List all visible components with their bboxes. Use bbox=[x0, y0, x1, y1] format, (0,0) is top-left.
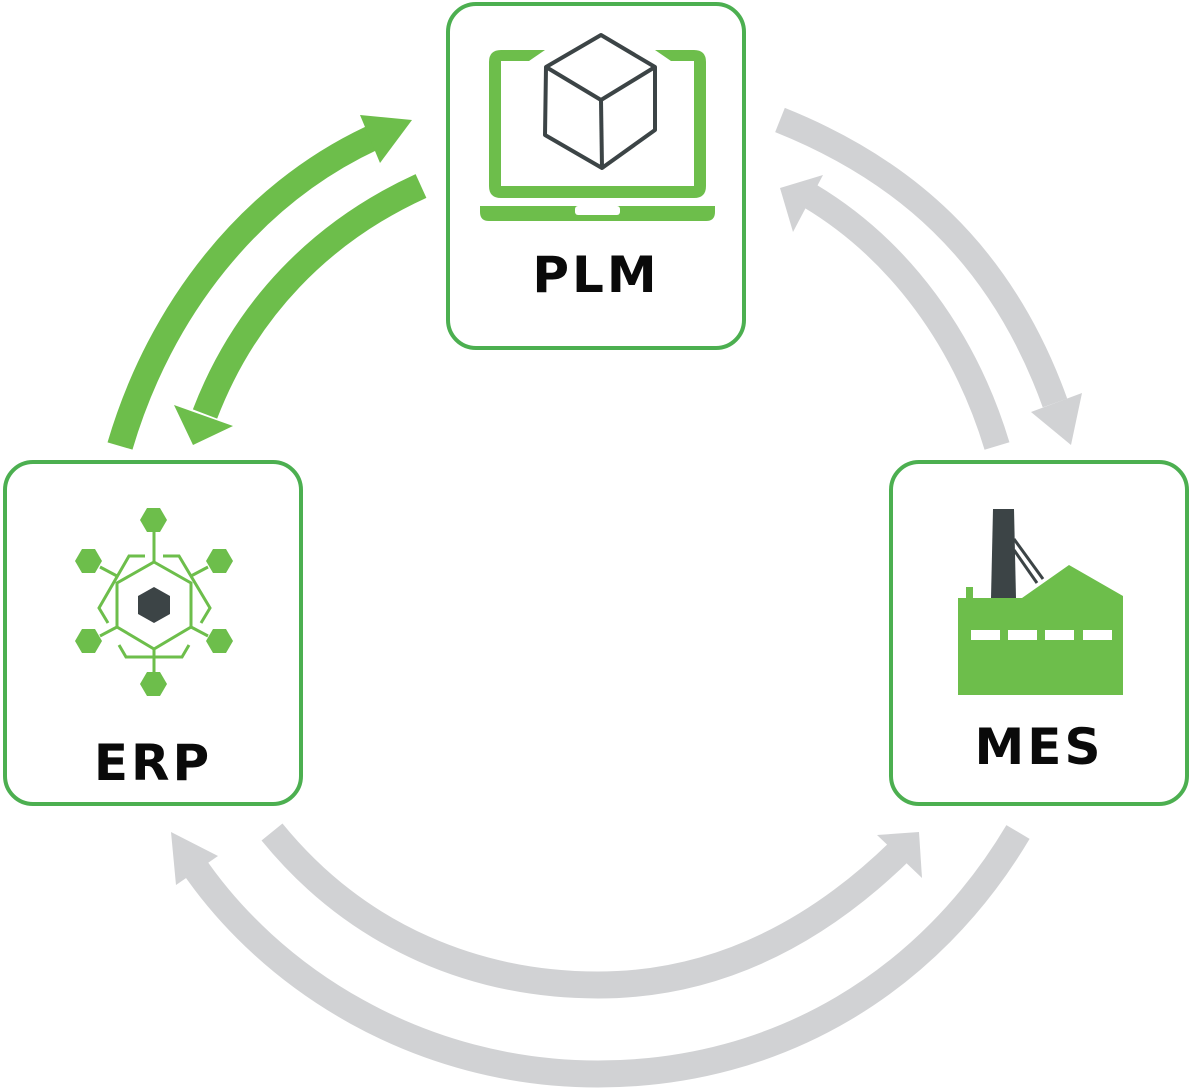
arrow-mes-to-plm bbox=[780, 175, 1010, 450]
laptop-cube-icon bbox=[480, 33, 715, 221]
node-label-mes: MES bbox=[974, 718, 1104, 776]
node-label-erp: ERP bbox=[93, 734, 213, 792]
node-label-plm: PLM bbox=[532, 246, 660, 304]
arrow-mes-to-erp bbox=[171, 825, 1030, 1088]
hexagon-network-icon bbox=[75, 508, 233, 696]
node-erp: ERP bbox=[3, 460, 303, 806]
arrow-erp-to-plm bbox=[107, 115, 412, 450]
node-plm: PLM bbox=[446, 2, 746, 350]
factory-icon bbox=[958, 509, 1123, 695]
arrow-erp-to-mes bbox=[261, 823, 922, 999]
arrow-plm-to-erp bbox=[174, 174, 427, 445]
node-mes: MES bbox=[889, 460, 1189, 806]
arrow-plm-to-mes bbox=[775, 107, 1082, 445]
